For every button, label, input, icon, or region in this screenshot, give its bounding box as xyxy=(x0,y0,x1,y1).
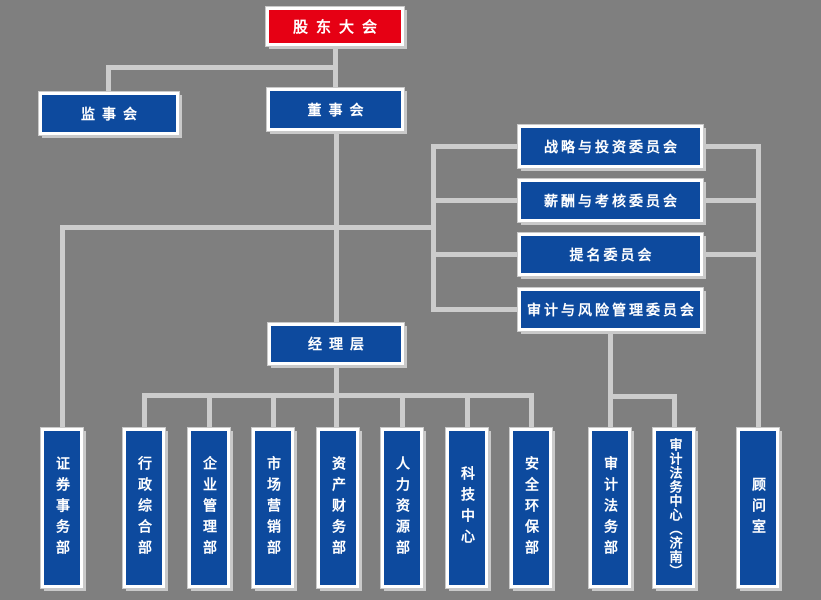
node-label: 经理层 xyxy=(308,337,371,353)
node-dept-audit-legal: 审计法务部 xyxy=(588,427,632,589)
node-committee-strategy-investment: 战略与投资委员会 xyxy=(517,124,704,169)
connector-line xyxy=(756,144,761,430)
node-label: 审计法务部 xyxy=(602,455,618,561)
connector-line xyxy=(142,393,147,430)
node-label: 安全环保部 xyxy=(523,455,539,561)
node-label: 董事会 xyxy=(307,102,371,119)
node-advisory-office: 顾问室 xyxy=(736,427,780,589)
node-dept-admin-general: 行政综合部 xyxy=(122,427,166,589)
node-committee-compensation-assessment: 薪酬与考核委员会 xyxy=(517,178,704,223)
connector-line xyxy=(703,252,756,257)
node-committee-audit-risk: 审计与风险管理委员会 xyxy=(517,287,704,332)
node-dept-securities-affairs: 证券事务部 xyxy=(40,427,84,589)
node-label: 战略与投资委员会 xyxy=(544,139,680,156)
node-label: 顾问室 xyxy=(750,476,766,540)
node-label: 人力资源部 xyxy=(394,455,410,561)
node-label: 证券事务部 xyxy=(54,455,70,561)
node-dept-asset-finance: 资产财务部 xyxy=(316,427,360,589)
node-dept-human-resources: 人力资源部 xyxy=(380,427,424,589)
connector-line xyxy=(703,144,756,149)
connector-line xyxy=(436,144,518,149)
node-dept-safety-environment: 安全环保部 xyxy=(509,427,553,589)
node-dept-marketing: 市场营销部 xyxy=(251,427,295,589)
node-dept-enterprise-management: 企业管理部 xyxy=(187,427,231,589)
node-label: 股东大会 xyxy=(292,18,385,36)
node-label: 审计与风险管理委员会 xyxy=(527,302,697,319)
node-label: 科技中心 xyxy=(459,466,475,550)
connector-line xyxy=(436,307,518,312)
connector-line xyxy=(106,65,338,70)
connector-line xyxy=(142,393,534,398)
node-label: 提名委员会 xyxy=(569,247,655,264)
connector-line xyxy=(60,230,65,430)
node-label: 行政综合部 xyxy=(136,455,152,561)
connector-line xyxy=(207,393,212,430)
node-board-of-directors: 董事会 xyxy=(266,87,405,132)
connector-line xyxy=(529,393,534,430)
connector-line xyxy=(703,198,756,203)
connector-line xyxy=(608,394,677,399)
connector-line xyxy=(672,394,677,430)
connector-line xyxy=(431,144,436,312)
connector-line xyxy=(400,393,405,430)
node-supervisory-board: 监事会 xyxy=(38,91,180,136)
node-label: 监事会 xyxy=(81,106,144,123)
connector-line xyxy=(271,393,276,430)
node-label: 薪酬与考核委员会 xyxy=(544,193,680,210)
node-tech-center: 科技中心 xyxy=(445,427,489,589)
connector-line xyxy=(436,198,518,203)
node-label: 资产财务部 xyxy=(330,455,346,561)
connector-line xyxy=(465,393,470,430)
node-label: 审计法务中心（济南） xyxy=(666,438,682,578)
node-label: 企业管理部 xyxy=(201,455,217,561)
connector-line xyxy=(608,330,613,430)
connector-line xyxy=(60,225,436,230)
node-label: 市场营销部 xyxy=(265,455,281,561)
connector-line xyxy=(106,70,111,93)
node-management-level: 经理层 xyxy=(267,322,405,366)
node-shareholders-meeting: 股东大会 xyxy=(265,6,405,47)
node-committee-nomination: 提名委员会 xyxy=(517,232,704,277)
node-audit-legal-center-jinan: 审计法务中心（济南） xyxy=(652,427,696,589)
connector-line xyxy=(436,252,518,257)
